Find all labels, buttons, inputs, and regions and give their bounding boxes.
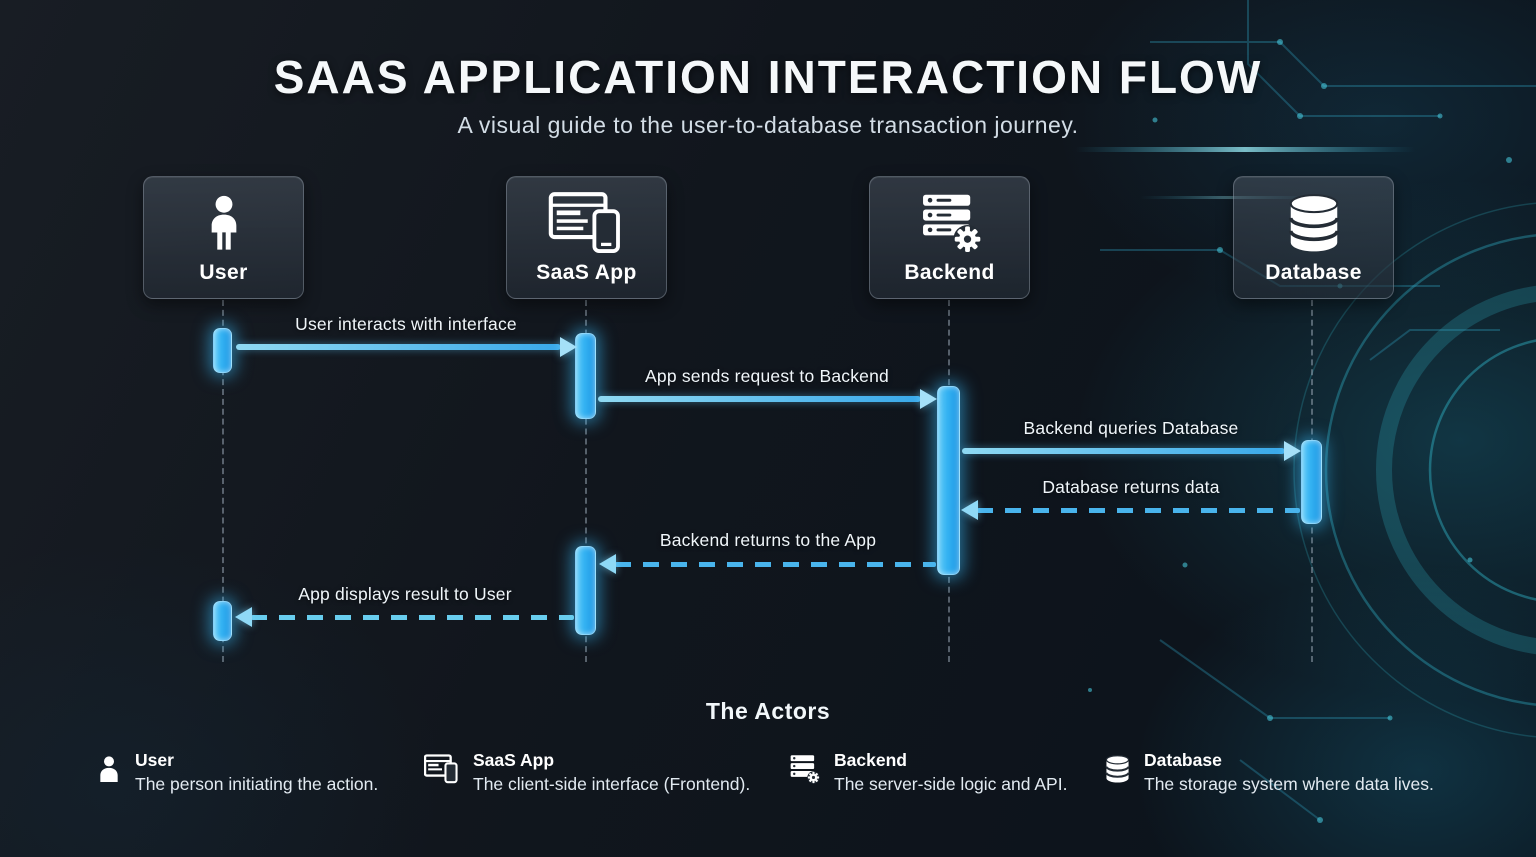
- legend-name-backend: Backend: [834, 750, 907, 770]
- legend-desc-user: The person initiating the action.: [135, 774, 379, 794]
- arrow-shaft: [598, 396, 921, 402]
- legend-desc-saas-app: The client-side interface (Frontend).: [473, 774, 751, 794]
- activation-bar-user-2: [213, 601, 232, 641]
- message-label-5: Backend returns to the App: [659, 530, 877, 550]
- message-label-1: User interacts with interface: [295, 314, 517, 334]
- actor-label-backend: Backend: [904, 261, 995, 284]
- message-arrow-5: [599, 554, 936, 574]
- page-subtitle: A visual guide to the user-to-database t…: [457, 112, 1079, 138]
- message-label-2: App sends request to Backend: [645, 366, 889, 386]
- backend-icon: [917, 187, 983, 259]
- activation-bar-saas-1: [575, 333, 596, 419]
- legend-desc-database: The storage system where data lives.: [1144, 774, 1434, 794]
- message-arrow-2: [598, 389, 937, 409]
- saas-app-icon: [548, 187, 626, 259]
- message-arrow-4: [961, 500, 1300, 520]
- database-icon: [1104, 754, 1131, 784]
- activation-bar-saas-2: [575, 546, 596, 635]
- arrow-head-left-icon: [235, 607, 252, 627]
- page-title: SAAS APPLICATION INTERACTION FLOW: [273, 51, 1263, 103]
- legend-name-saas-app: SaaS App: [473, 750, 555, 770]
- arrow-head-left-icon: [599, 554, 616, 574]
- legend-item-database: Database The storage system where data l…: [1104, 748, 1434, 796]
- activation-bar-database: [1301, 440, 1322, 524]
- message-arrow-1: [236, 337, 577, 357]
- legend-item-saas-app: SaaS App The client-side interface (Fron…: [424, 748, 750, 796]
- arrow-head-left-icon: [961, 500, 978, 520]
- arrow-head-right-icon: [920, 389, 937, 409]
- arrow-head-right-icon: [560, 337, 577, 357]
- actor-box-user: User: [143, 176, 304, 299]
- arrow-shaft: [977, 508, 1300, 513]
- arrow-shaft: [615, 562, 936, 567]
- actor-box-database: Database: [1233, 176, 1394, 299]
- actor-label-saas-app: SaaS App: [536, 261, 637, 284]
- actor-label-database: Database: [1265, 261, 1362, 284]
- legend-item-backend: Backend The server-side logic and API.: [789, 748, 1067, 796]
- lifeline-user: [222, 300, 224, 662]
- message-arrow-3: [962, 441, 1301, 461]
- actor-box-saas-app: SaaS App: [506, 176, 667, 299]
- arrow-shaft: [251, 615, 574, 620]
- arrow-shaft: [236, 344, 561, 350]
- database-icon: [1285, 187, 1343, 259]
- legend-item-user: User The person initiating the action.: [96, 748, 378, 796]
- user-icon: [96, 754, 122, 784]
- user-icon: [199, 187, 249, 259]
- actor-label-user: User: [199, 261, 248, 284]
- arrow-shaft: [962, 448, 1285, 454]
- legend-heading: The Actors: [705, 698, 831, 724]
- message-label-4: Database returns data: [1042, 477, 1220, 497]
- message-label-3: Backend queries Database: [1023, 418, 1239, 438]
- legend-desc-backend: The server-side logic and API.: [834, 774, 1068, 794]
- arrow-head-right-icon: [1284, 441, 1301, 461]
- saas-app-icon: [424, 754, 460, 784]
- actor-box-backend: Backend: [869, 176, 1030, 299]
- legend-name-user: User: [135, 750, 174, 770]
- backend-icon: [789, 754, 821, 784]
- activation-bar-user-1: [213, 328, 232, 373]
- lifeline-saas-app: [585, 300, 587, 662]
- legend-name-database: Database: [1144, 750, 1222, 770]
- message-label-6: App displays result to User: [298, 584, 512, 604]
- message-arrow-6: [235, 607, 574, 627]
- activation-bar-backend: [937, 386, 960, 575]
